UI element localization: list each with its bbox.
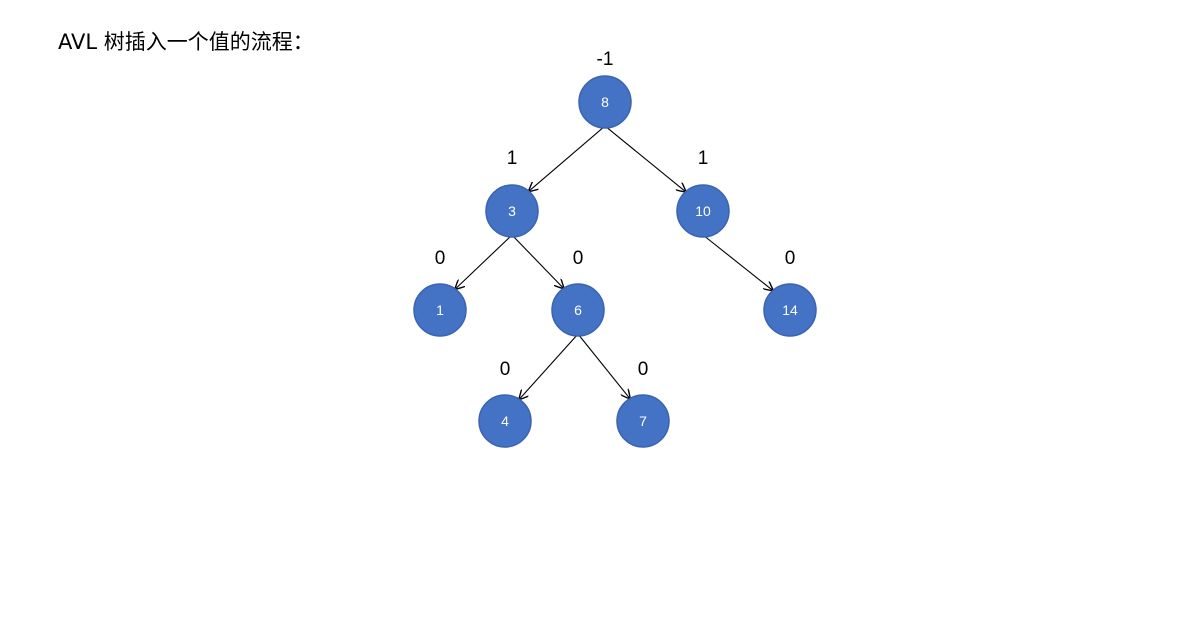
tree-node-10: 10 <box>676 184 730 238</box>
node-value-label: 6 <box>574 302 582 318</box>
edge-n8-n10 <box>604 125 686 192</box>
node-circle <box>551 283 605 337</box>
node-circle <box>478 394 532 448</box>
node-circle <box>763 283 817 337</box>
tree-node-8: 8 <box>578 75 632 129</box>
balance-factor-10: 1 <box>698 148 709 169</box>
edge-n8-n3 <box>529 125 606 191</box>
tree-node-1: 1 <box>413 283 467 337</box>
balance-factor-4: 0 <box>500 359 511 380</box>
node-circle <box>485 184 539 238</box>
edge-n3-n6 <box>511 234 564 288</box>
node-circle <box>578 75 632 129</box>
node-circle <box>616 394 670 448</box>
balance-factor-8: -1 <box>597 49 614 70</box>
edges-layer <box>455 125 773 399</box>
page-title: AVL 树插入一个值的流程： <box>58 30 314 54</box>
node-value-label: 8 <box>601 94 609 110</box>
node-value-label: 3 <box>508 203 516 219</box>
edge-n3-n1 <box>455 234 513 289</box>
tree-node-7: 7 <box>616 394 670 448</box>
balance-factor-6: 0 <box>573 248 584 269</box>
balance-factor-1: 0 <box>435 248 446 269</box>
balance-factor-3: 1 <box>507 148 518 169</box>
balance-factor-7: 0 <box>638 359 649 380</box>
node-value-label: 7 <box>639 413 647 429</box>
tree-node-3: 3 <box>485 184 539 238</box>
node-value-label: 1 <box>436 302 444 318</box>
node-value-label: 10 <box>695 203 711 219</box>
tree-node-14: 14 <box>763 283 817 337</box>
node-circle <box>676 184 730 238</box>
edge-n6-n7 <box>577 333 630 399</box>
balance-factor-14: 0 <box>785 248 796 269</box>
edge-n10-n14 <box>702 234 773 290</box>
edge-n6-n4 <box>519 333 579 399</box>
node-circle <box>413 283 467 337</box>
tree-node-6: 6 <box>551 283 605 337</box>
node-value-label: 4 <box>501 413 509 429</box>
node-value-label: 14 <box>782 302 798 318</box>
tree-node-4: 4 <box>478 394 532 448</box>
